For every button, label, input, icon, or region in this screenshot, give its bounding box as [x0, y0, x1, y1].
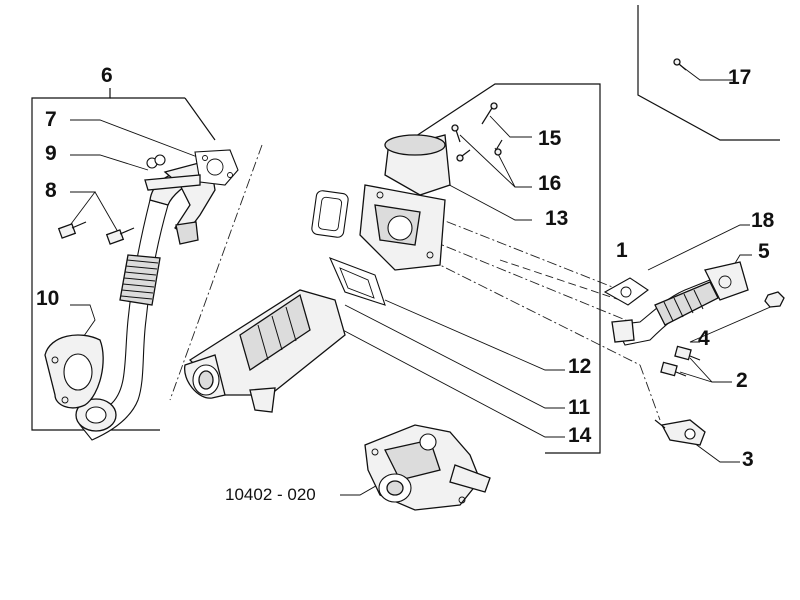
callout-11: 11: [568, 396, 591, 419]
callout-16: 16: [538, 172, 561, 195]
bellows: [119, 254, 161, 306]
callout-12: 12: [568, 355, 591, 378]
egr-cooler: [184, 289, 346, 413]
callout-4: 4: [698, 327, 710, 350]
reference-code: 10402 - 020: [225, 485, 316, 504]
sensor-3: [654, 419, 706, 446]
screw-16a: [451, 124, 461, 143]
callout-2: 2: [736, 369, 748, 392]
flange-gasket-10: [44, 334, 104, 409]
callout-15: 15: [538, 127, 562, 150]
callout-7: 7: [45, 108, 57, 131]
screw-16c: [494, 139, 503, 156]
bolt-8a: [57, 221, 87, 239]
cooler-gasket-12: [328, 257, 386, 306]
group-frames: [31, 5, 780, 454]
callout-10: 10: [36, 287, 59, 310]
callout-3: 3: [742, 448, 754, 471]
callout-9: 9: [45, 142, 57, 165]
callout-1: 1: [616, 239, 628, 262]
egr-valve-13: [359, 134, 451, 271]
leader-lines: [67, 64, 776, 496]
bolt-2a: [674, 345, 701, 361]
callout-8: 8: [45, 179, 57, 202]
callout-18: 18: [751, 209, 775, 232]
bolt-8b: [105, 227, 135, 245]
callout-13: 13: [545, 207, 568, 230]
nut-4: [764, 291, 785, 308]
callout-5: 5: [758, 240, 770, 263]
callout-labels: 6 7 9 8 10 15 16 13 18 1 5 4 2 3 17 12 1…: [36, 64, 775, 504]
screw-15: [481, 102, 498, 125]
callout-14: 14: [568, 424, 592, 447]
reference-assembly: [364, 424, 491, 511]
screw-17: [673, 58, 687, 71]
gasket-18: [603, 277, 649, 306]
valve-gasket: [311, 190, 349, 238]
callout-6: 6: [101, 64, 113, 87]
screw-16b: [456, 149, 471, 162]
pipe-5: [611, 261, 749, 346]
bolt-2b: [660, 361, 687, 377]
pipe-5-bellows: [654, 281, 719, 326]
egr-pipe-assembly: [75, 149, 239, 441]
alignment-lines: [169, 144, 661, 421]
callout-17: 17: [728, 66, 751, 89]
